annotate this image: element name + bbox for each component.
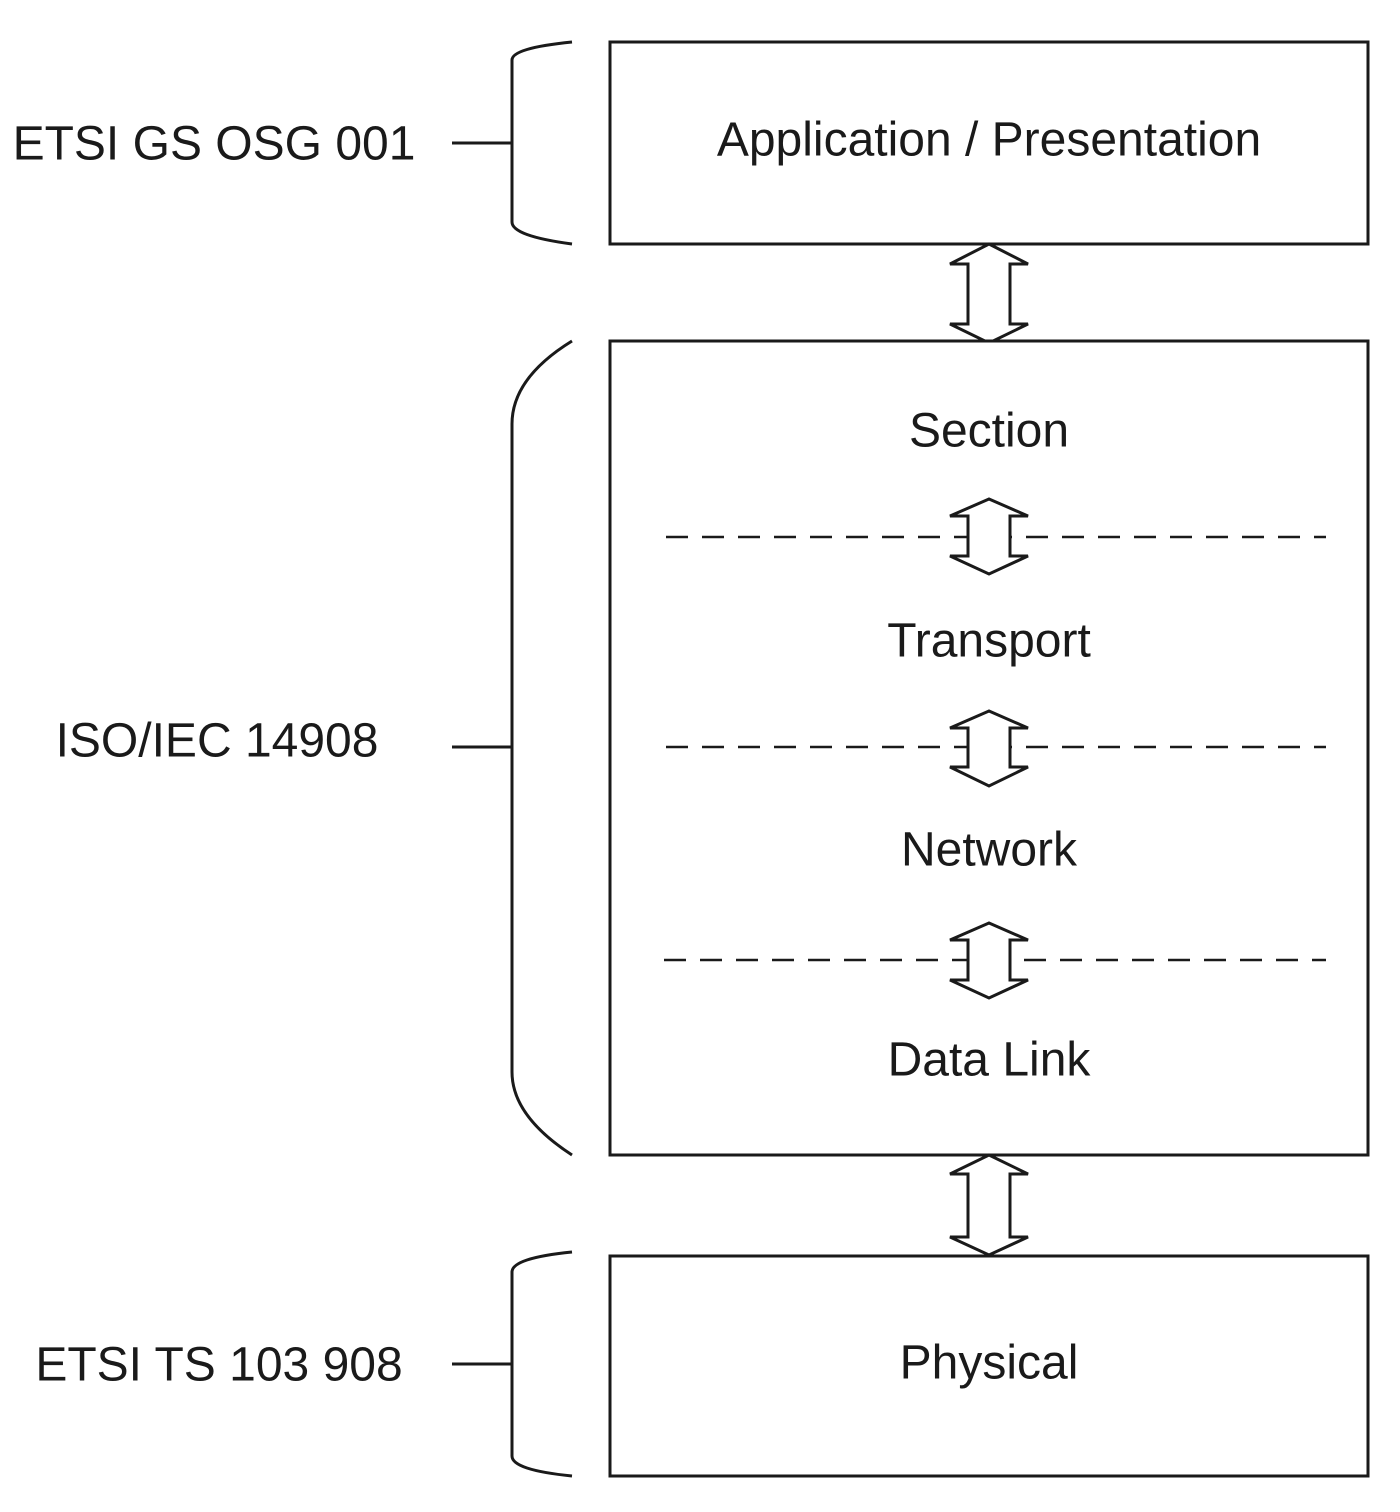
section-layer-label: Section <box>909 405 1069 458</box>
standard-label-top: ETSI GS OSG 001 <box>13 118 416 171</box>
double-arrow-transport-network <box>949 709 1029 788</box>
double-arrow-stack-to-physical <box>949 1153 1029 1257</box>
double-arrow-section-transport <box>949 497 1029 576</box>
standard-label-middle: ISO/IEC 14908 <box>56 715 379 768</box>
middle-brace <box>510 339 573 1157</box>
network-layer-label: Network <box>901 824 1078 877</box>
transport-layer-label: Transport <box>887 615 1091 668</box>
application-layer-label: Application / Presentation <box>717 114 1261 167</box>
standard-label-bottom: ETSI TS 103 908 <box>35 1339 402 1392</box>
bottom-brace <box>510 1250 573 1478</box>
double-arrow-network-datalink <box>949 921 1029 1000</box>
physical-layer-box <box>608 1254 1370 1478</box>
double-arrow-app-to-stack <box>949 242 1029 345</box>
physical-layer-label: Physical <box>900 1337 1079 1390</box>
data-link-layer-label: Data Link <box>888 1034 1092 1087</box>
top-brace <box>510 40 573 246</box>
application-layer-box <box>608 40 1370 246</box>
